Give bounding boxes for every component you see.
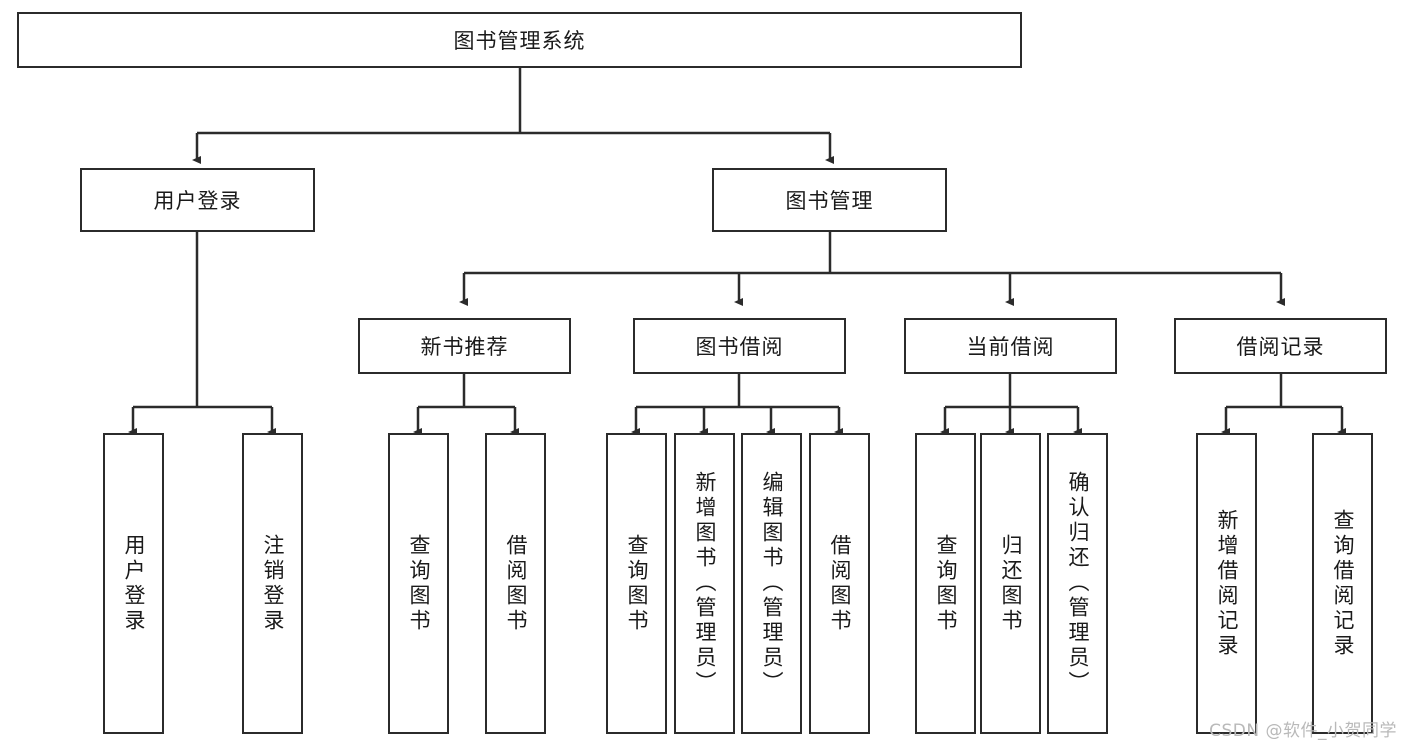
node-current-borrow[interactable]: 当前借阅 bbox=[904, 318, 1117, 374]
node-label: 当前借阅 bbox=[966, 335, 1055, 359]
node-label: 编辑图书（管理员） bbox=[760, 471, 784, 696]
node-label: 用户登录 bbox=[153, 189, 242, 213]
node-label: 新书推荐 bbox=[420, 335, 509, 359]
node-label: 借阅图书 bbox=[504, 533, 528, 634]
node-label: 借阅记录 bbox=[1236, 335, 1325, 359]
node-label: 用户登录 bbox=[122, 533, 146, 634]
leaf-current-query-book[interactable]: 查询图书 bbox=[915, 433, 976, 734]
leaf-recommend-borrow-book[interactable]: 借阅图书 bbox=[485, 433, 546, 734]
leaf-borrow-borrow-book[interactable]: 借阅图书 bbox=[809, 433, 870, 734]
node-user-login[interactable]: 用户登录 bbox=[80, 168, 315, 232]
node-label: 新增借阅记录 bbox=[1215, 508, 1239, 659]
node-label: 图书管理 bbox=[785, 189, 874, 213]
leaf-current-confirm-return[interactable]: 确认归还（管理员） bbox=[1047, 433, 1108, 734]
leaf-borrow-edit-book[interactable]: 编辑图书（管理员） bbox=[741, 433, 802, 734]
node-book-management[interactable]: 图书管理 bbox=[712, 168, 947, 232]
node-label: 查询借阅记录 bbox=[1331, 508, 1355, 659]
node-label: 查询图书 bbox=[407, 533, 431, 634]
leaf-borrow-query-book[interactable]: 查询图书 bbox=[606, 433, 667, 734]
node-label: 查询图书 bbox=[625, 533, 649, 634]
node-label: 图书管理系统 bbox=[453, 29, 586, 53]
leaf-record-query-record[interactable]: 查询借阅记录 bbox=[1312, 433, 1373, 734]
leaf-user-login-logout[interactable]: 注销登录 bbox=[242, 433, 303, 734]
node-label: 新增图书（管理员） bbox=[693, 471, 717, 696]
node-label: 图书借阅 bbox=[695, 335, 784, 359]
node-label: 借阅图书 bbox=[828, 533, 852, 634]
node-borrow-record[interactable]: 借阅记录 bbox=[1174, 318, 1387, 374]
node-new-book-recommend[interactable]: 新书推荐 bbox=[358, 318, 571, 374]
node-root-system[interactable]: 图书管理系统 bbox=[17, 12, 1022, 68]
node-label: 确认归还（管理员） bbox=[1066, 471, 1090, 696]
node-label: 归还图书 bbox=[999, 533, 1023, 634]
leaf-recommend-query-book[interactable]: 查询图书 bbox=[388, 433, 449, 734]
leaf-record-add-record[interactable]: 新增借阅记录 bbox=[1196, 433, 1257, 734]
node-label: 注销登录 bbox=[261, 533, 285, 634]
leaf-user-login-login[interactable]: 用户登录 bbox=[103, 433, 164, 734]
watermark-text: CSDN @软件_小贺同学 bbox=[1209, 721, 1397, 741]
leaf-current-return-book[interactable]: 归还图书 bbox=[980, 433, 1041, 734]
node-label: 查询图书 bbox=[934, 533, 958, 634]
node-book-borrow[interactable]: 图书借阅 bbox=[633, 318, 846, 374]
leaf-borrow-add-book[interactable]: 新增图书（管理员） bbox=[674, 433, 735, 734]
